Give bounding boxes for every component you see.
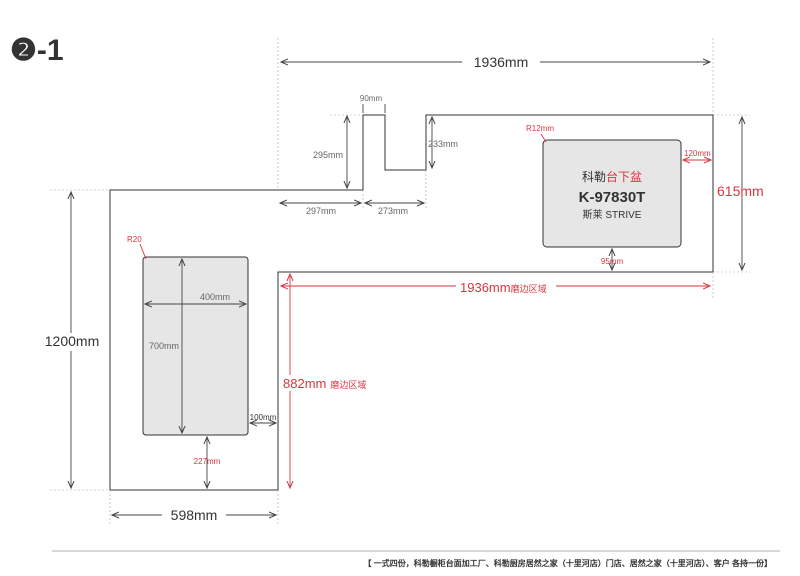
left-radius-leader xyxy=(139,243,147,260)
notch-depth-left-label: 295mm xyxy=(313,150,343,160)
left-radius-label: R20 xyxy=(127,235,142,244)
left-inner-width-label: 400mm xyxy=(200,292,230,302)
bottom-width-note: 磨边区域 xyxy=(511,283,547,295)
seg-297-label: 297mm xyxy=(306,206,336,216)
page-label: ❷-1 xyxy=(10,34,64,67)
sink-radius-label: R12mm xyxy=(526,124,554,133)
left-bottom-edge-label: 227mm xyxy=(194,457,221,466)
footer-note: 【 一式四份，科勒橱柜台面加工厂、科勒厨房居然之家（十里河店）门店、居然之家（十… xyxy=(364,558,772,568)
inner-depth-label: 882mm xyxy=(283,376,326,391)
left-height-label: 1200mm xyxy=(45,333,99,349)
inner-depth-label-group: 882mm 磨边区域 xyxy=(283,376,366,391)
left-width-label: 598mm xyxy=(171,507,218,523)
right-depth-label: 615mm xyxy=(717,183,764,199)
bottom-width-label-group: 1936mm磨边区域 xyxy=(460,280,547,295)
sink-brand-type: 科勒台下盆 xyxy=(582,169,642,184)
sink-bottom-edge-label: 95mm xyxy=(601,257,624,266)
inner-depth-note: 磨边区域 xyxy=(330,379,366,391)
seg-273-label: 273mm xyxy=(378,206,408,216)
left-side-edge-label: 100mm xyxy=(250,413,277,422)
notch-width-label: 90mm xyxy=(360,94,383,103)
bottom-width-label: 1936mm xyxy=(460,280,511,295)
left-inner-height-label: 700mm xyxy=(149,341,179,351)
notch-depth-right-label: 233mm xyxy=(428,139,458,149)
top-width-label: 1936mm xyxy=(474,54,528,70)
right-sink xyxy=(542,139,682,248)
sink-series: 斯莱 STRIVE xyxy=(583,208,642,221)
sink-right-edge-label: 120mm xyxy=(684,149,711,158)
sink-brand: 科勒 xyxy=(582,170,606,184)
sink-radius-leader xyxy=(540,133,547,143)
sink-type: 台下盆 xyxy=(606,169,642,184)
sink-model: K-97830T xyxy=(579,189,646,206)
